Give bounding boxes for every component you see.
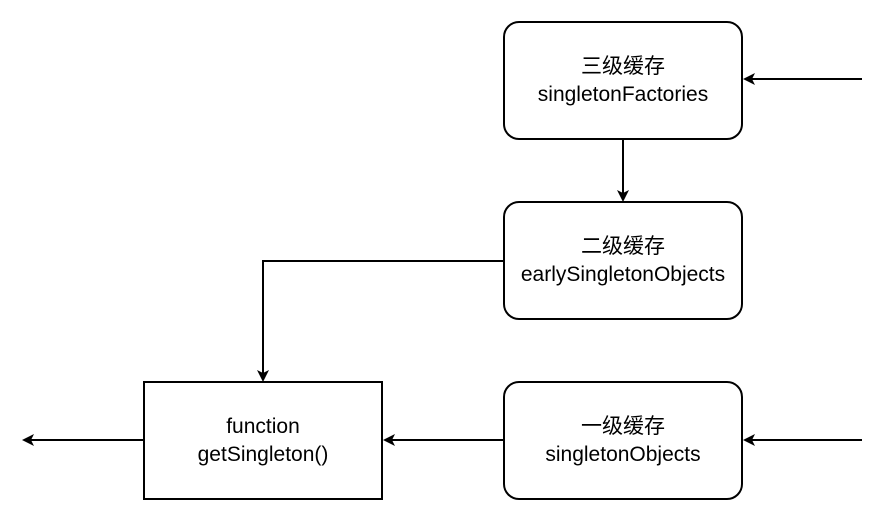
level1-cache-title: 一级缓存 [581, 414, 665, 438]
level3-cache-title: 三级缓存 [581, 54, 665, 78]
level1-cache-node: 一级缓存 singletonObjects [503, 381, 743, 500]
level2-cache-title: 二级缓存 [581, 234, 665, 258]
level2-cache-name: earlySingletonObjects [520, 262, 726, 286]
arrow-level2-to-function [257, 260, 503, 382]
level3-cache-name: singletonFactories [537, 82, 709, 106]
level3-cache-node: 三级缓存 singletonFactories [503, 21, 743, 140]
function-keyword: function [226, 414, 300, 438]
get-singleton-function-node: function getSingleton() [143, 381, 383, 500]
level1-cache-name: singletonObjects [545, 442, 701, 466]
level2-cache-node: 二级缓存 earlySingletonObjects [503, 201, 743, 320]
function-name: getSingleton() [197, 442, 329, 466]
